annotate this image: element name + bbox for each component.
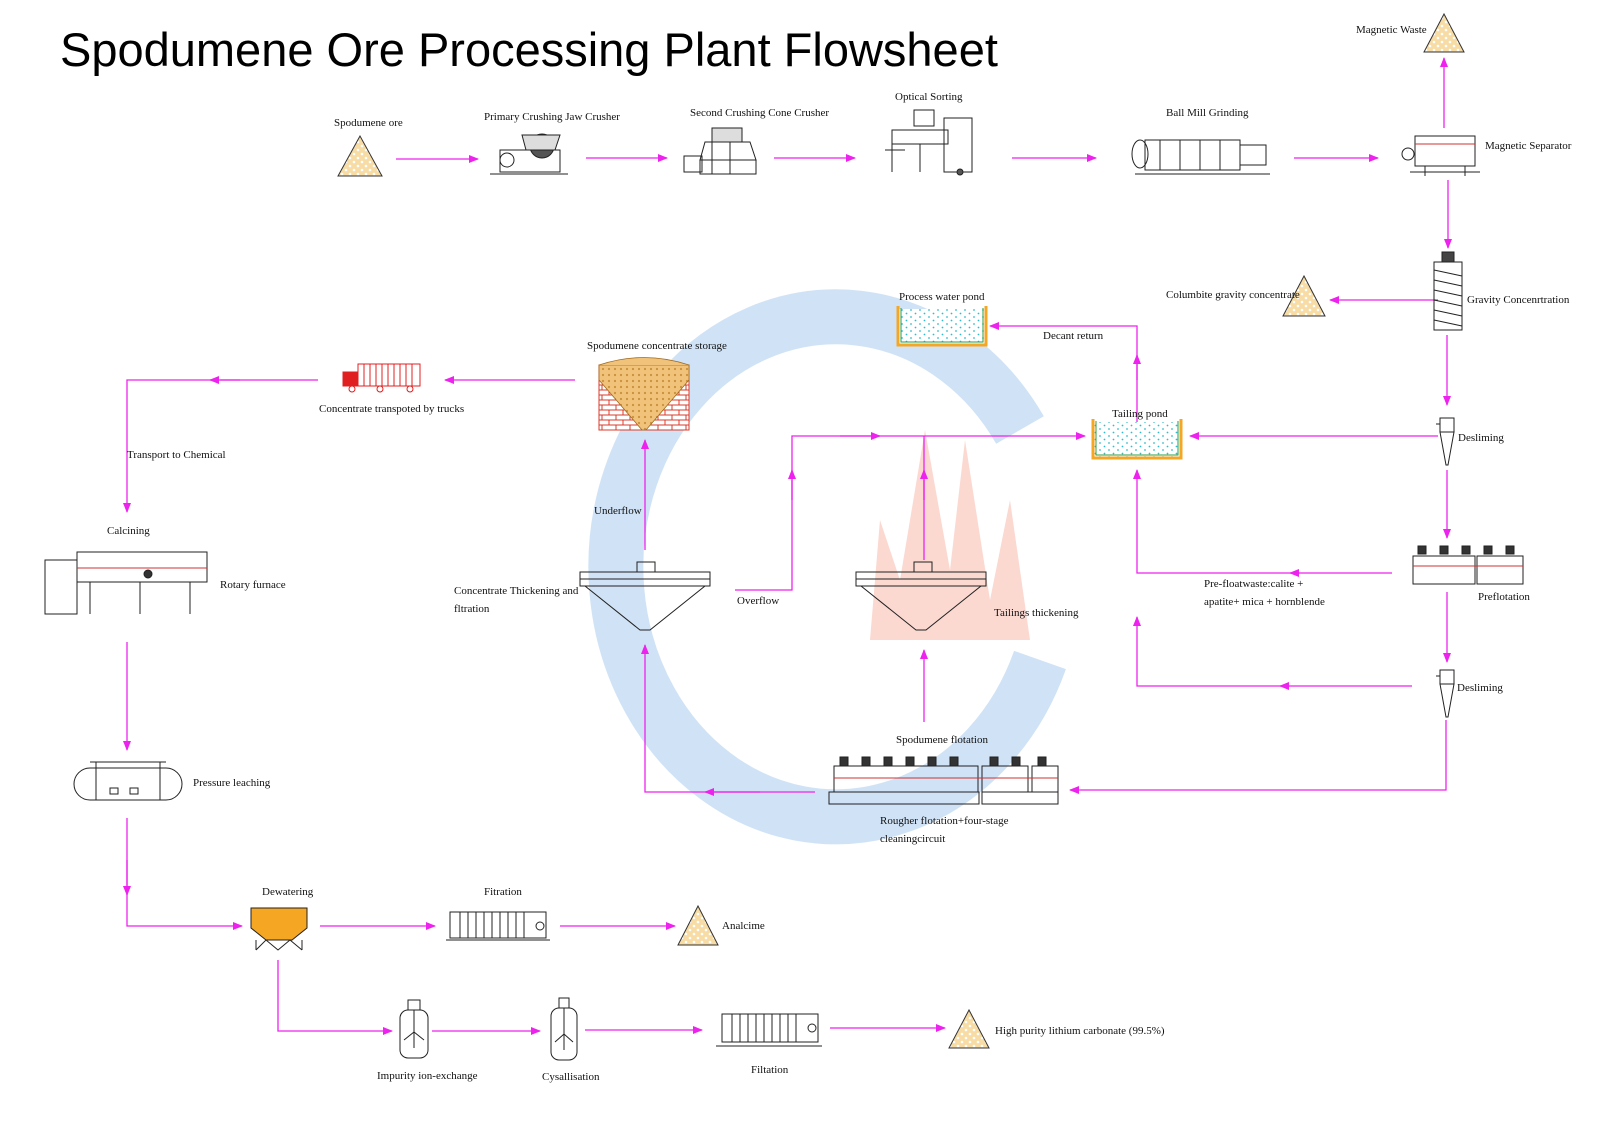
label-pressure-leaching: Pressure leaching xyxy=(193,777,271,789)
label-optical-sorting: Optical Sorting xyxy=(895,91,963,103)
label-concentrate-thickening-line-1: Concentrate Thickening and xyxy=(454,585,579,597)
truck-icon xyxy=(342,363,421,393)
arrow-overflow-to-tailing xyxy=(735,432,1086,591)
label-transport-chemical: Transport to Chemical xyxy=(127,449,226,461)
arrow-preflotation-to-tailing xyxy=(1133,469,1392,574)
rotary-furnace-icon xyxy=(44,551,208,615)
label-concentrate-thickening: Concentrate Thickening and fltration xyxy=(454,582,578,618)
arrow-dewatering-to-ionexchange xyxy=(277,960,393,1035)
filter-press-icon-2 xyxy=(716,1013,822,1047)
ore-pile-icon xyxy=(337,134,383,177)
preflotation-cells-icon xyxy=(1412,545,1524,585)
label-dewatering: Dewatering xyxy=(262,886,314,898)
label-analcime: Analcime xyxy=(722,920,765,932)
concentrate-thickener-icon xyxy=(579,561,711,631)
label-ion-exchange: Impurity ion-exchange xyxy=(377,1070,478,1082)
arrow-truck-to-calcining xyxy=(123,379,318,513)
concentrate-storage-silo-icon xyxy=(598,357,690,431)
label-tailing-pond: Tailing pond xyxy=(1112,408,1168,420)
label-gravity-concentration: Gravity Concenrtration xyxy=(1467,294,1570,306)
label-cone-crusher: Second Crushing Cone Crusher xyxy=(690,107,830,119)
label-preflotation: Preflotation xyxy=(1478,591,1530,603)
label-prefloat-waste-line-2: apatite+ mica + hornblende xyxy=(1204,596,1325,608)
label-desliming-2: Desliming xyxy=(1457,682,1503,694)
tailings-thickener-icon xyxy=(855,561,987,631)
tailing-pond-icon xyxy=(1091,419,1183,460)
filter-press-icon xyxy=(446,911,550,941)
label-process-water-pond: Process water pond xyxy=(899,291,985,303)
label-desliming-1: Desliming xyxy=(1458,432,1504,444)
desliming-cyclone-icon-2 xyxy=(1436,669,1455,718)
label-rougher-flotation-line-1: Rougher flotation+four-stage xyxy=(880,815,1009,827)
label-rotary-furnace: Rotary furnace xyxy=(220,579,286,591)
pressure-leaching-vessel-icon xyxy=(73,761,183,801)
lithium-carbonate-pile-icon xyxy=(948,1008,990,1049)
columbite-pile-icon xyxy=(1282,274,1326,317)
flow-arrows xyxy=(123,57,1452,1035)
label-calcining: Calcining xyxy=(107,525,150,537)
ball-mill-icon xyxy=(1131,139,1270,175)
label-spodumene-flotation: Spodumene flotation xyxy=(896,734,988,746)
label-ball-mill: Ball Mill Grinding xyxy=(1166,107,1249,119)
label-lithium-carbonate: High purity lithium carbonate (99.5%) xyxy=(995,1025,1165,1037)
label-decant-return: Decant return xyxy=(1043,330,1104,342)
label-jaw-crusher: Primary Crushing Jaw Crusher xyxy=(484,111,620,123)
cone-crusher-icon xyxy=(683,127,757,175)
label-prefloat-waste-line-1: Pre-floatwaste:calite + xyxy=(1204,578,1304,590)
analcime-pile-icon xyxy=(677,904,719,946)
label-fitration: Fitration xyxy=(484,886,522,898)
magnetic-separator-icon xyxy=(1401,135,1480,176)
label-tailings-thickening: Tailings thickening xyxy=(994,607,1079,619)
watermark-logo xyxy=(588,289,1066,845)
arrow-desliming2-to-flotation xyxy=(1069,720,1447,794)
flotation-bank-icon xyxy=(828,756,1059,805)
ion-exchange-reactor-icon xyxy=(399,999,429,1059)
label-prefloat-waste: Pre-floatwaste:calite + apatite+ mica + … xyxy=(1204,575,1325,611)
dewatering-hopper-icon xyxy=(250,907,308,951)
label-columbite: Columbite gravity concentrate xyxy=(1166,289,1300,301)
page-title: Spodumene Ore Processing Plant Flowsheet xyxy=(60,23,998,76)
label-magnetic-waste: Magnetic Waste xyxy=(1356,24,1427,36)
process-water-pond-icon xyxy=(896,306,988,347)
gravity-spiral-icon xyxy=(1433,251,1463,331)
label-overflow: Overflow xyxy=(737,595,780,607)
desliming-cyclone-icon xyxy=(1436,417,1455,466)
label-rougher-flotation: Rougher flotation+four-stage cleaningcir… xyxy=(880,812,1008,848)
optical-sorter-icon xyxy=(885,109,973,176)
arrow-desliming2-to-tailing xyxy=(1133,616,1412,687)
label-underflow: Underflow xyxy=(594,505,642,517)
crystallisation-reactor-icon xyxy=(550,997,578,1061)
label-spodumene-ore: Spodumene ore xyxy=(334,117,403,129)
label-trucks: Concentrate transpoted by trucks xyxy=(319,403,465,415)
jaw-crusher-icon xyxy=(490,133,568,175)
label-filtation: Filtation xyxy=(751,1064,789,1076)
label-concentrate-storage: Spodumene concentrate storage xyxy=(587,340,727,352)
arrow-leaching-to-dewatering xyxy=(126,818,243,930)
label-concentrate-thickening-line-2: fltration xyxy=(454,603,490,615)
label-crystallisation: Cysallisation xyxy=(542,1071,600,1083)
magnetic-waste-pile-icon xyxy=(1423,12,1465,53)
arrow-tailing-to-waterpond xyxy=(989,322,1138,422)
label-magnetic-separator: Magnetic Separator xyxy=(1485,140,1572,152)
label-rougher-flotation-line-2: cleaningcircuit xyxy=(880,833,946,845)
